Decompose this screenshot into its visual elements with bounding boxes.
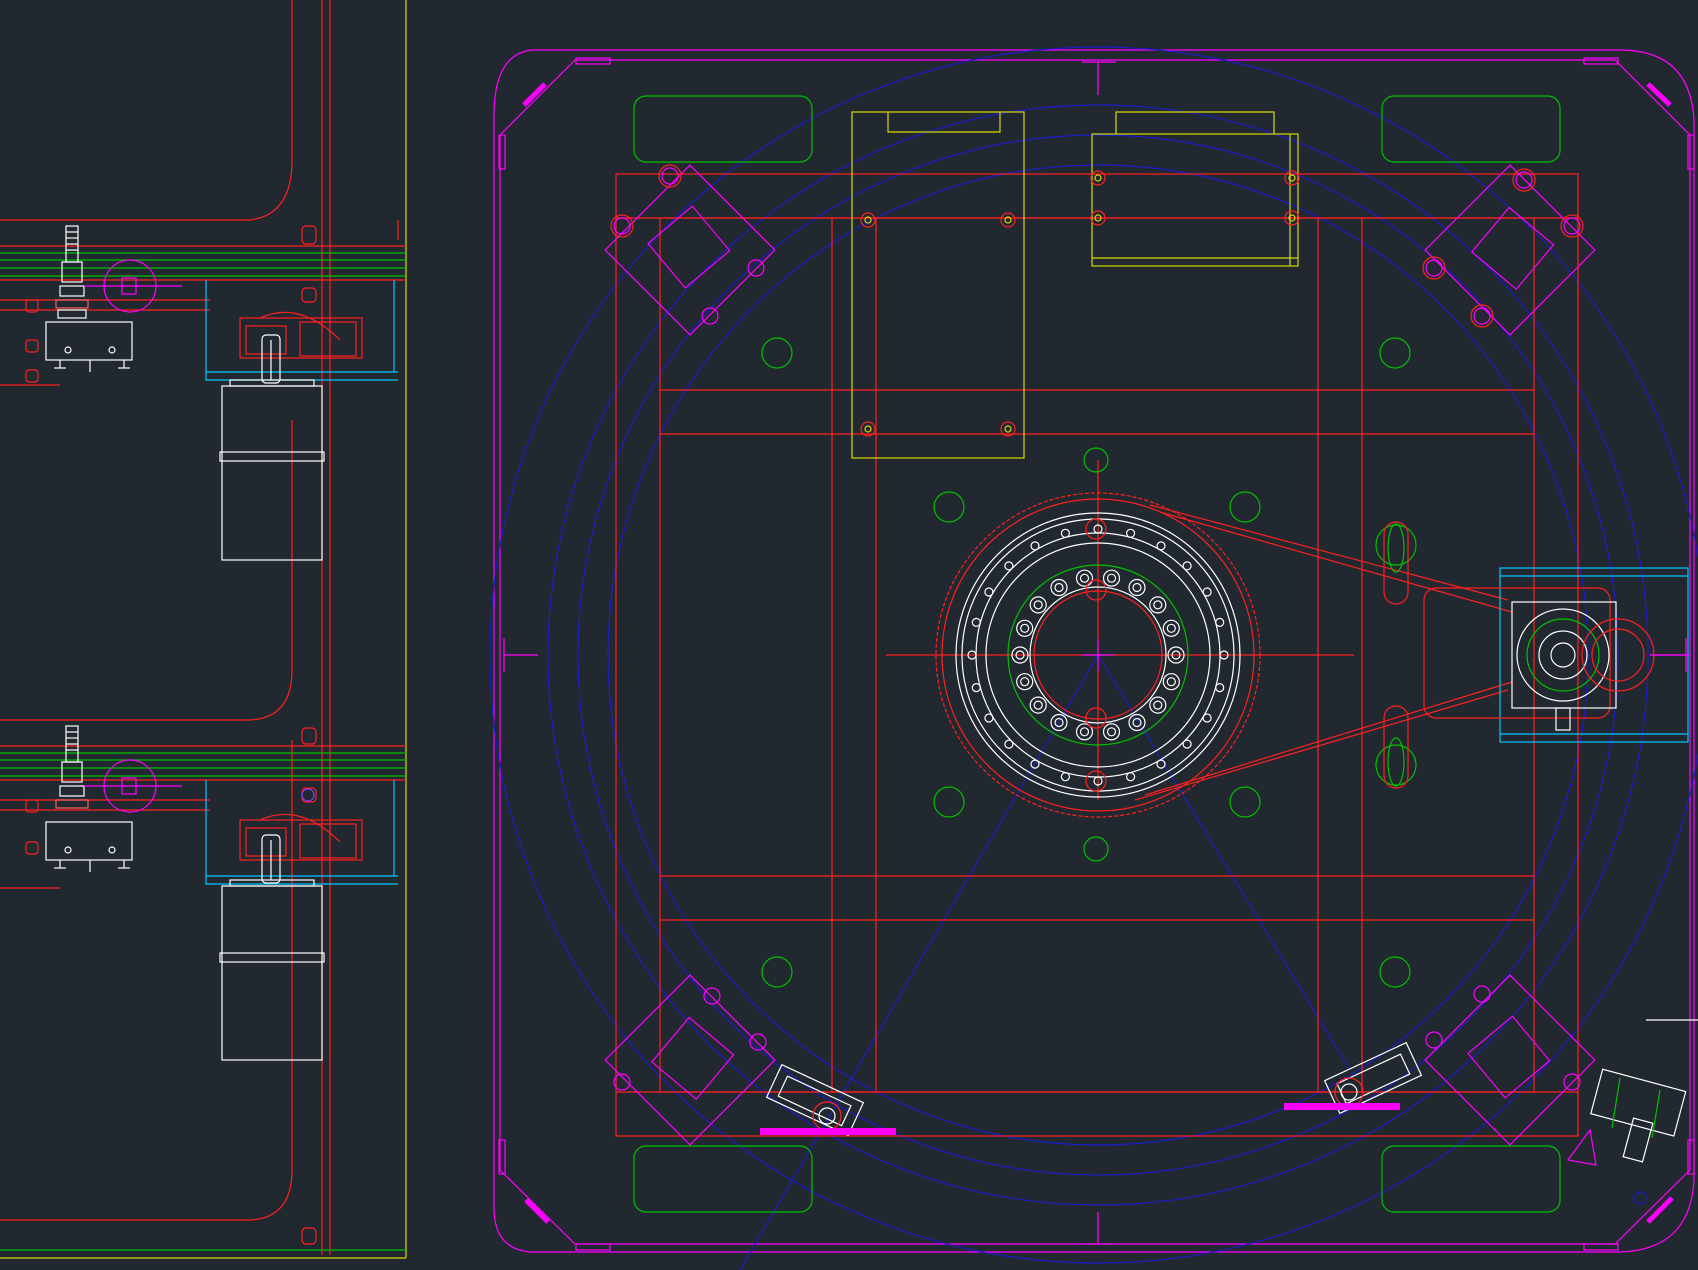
slew-ring-bolt-hole xyxy=(1004,561,1014,571)
slew-ring-inner-bolt-core xyxy=(1153,700,1163,710)
slew-ring-inner-bolt-core xyxy=(1132,582,1142,593)
drive-motor-assembly xyxy=(1423,567,1690,743)
left-panel-side-view xyxy=(0,0,407,1259)
slew-ring-inner-bolt xyxy=(1029,696,1047,714)
slew-ring-inner-bolt-core xyxy=(1033,600,1043,610)
slew-ring-inner-bolt xyxy=(1050,578,1068,597)
slew-ring-bolt-hole xyxy=(1125,772,1136,782)
slew-ring-inner-bolt-core xyxy=(1153,600,1163,610)
slew-ring-bolt-hole xyxy=(1060,528,1071,538)
external-limit-switch xyxy=(1590,1019,1698,1163)
slew-ring-bolt-hole xyxy=(1060,772,1071,782)
rubber-pads xyxy=(633,95,1561,1213)
slew-ring-bolt-hole xyxy=(1182,739,1192,749)
slew-ring-bolt-hole xyxy=(1093,524,1103,534)
slew-ring-bolt-hole xyxy=(1004,739,1014,749)
slew-ring-inner-bolt-core xyxy=(1054,582,1064,593)
slew-ring-bolt-hole xyxy=(971,617,981,628)
slew-ring-inner-bolt-core xyxy=(1171,650,1181,660)
slew-ring-bolt-hole xyxy=(1156,541,1166,551)
slew-ring-bolt-hole xyxy=(1030,759,1040,769)
slew-ring-inner-bolt-core xyxy=(1106,727,1117,737)
slew-ring-bolt-hole xyxy=(1215,617,1225,628)
mounting-plates xyxy=(851,111,1299,459)
limit-switch-assembly-top[interactable] xyxy=(45,225,182,372)
slew-ring-inner-bolt xyxy=(1029,596,1047,614)
slew-ring-inner-bolt-core xyxy=(1033,700,1043,710)
slew-ring-inner-bolt xyxy=(1162,673,1180,691)
slew-ring-inner-bolt xyxy=(1011,646,1029,664)
corner-mount-brackets xyxy=(604,164,1596,1146)
slew-ring-bolt-hole xyxy=(1156,759,1166,769)
slew-ring-inner-bolt-core xyxy=(1079,727,1090,737)
slew-ring-inner-bolt xyxy=(1102,569,1121,587)
slew-ring-inner-bolt xyxy=(1075,569,1094,587)
slew-ring-bolt-hole xyxy=(984,713,994,723)
slew-ring-inner-bolt-core xyxy=(1020,677,1030,687)
slew-ring-inner-bolt xyxy=(1149,596,1167,614)
slew-ring-bolt-hole xyxy=(967,650,977,660)
slew-ring-inner-bolt xyxy=(1128,578,1146,597)
slew-ring-inner-bolt-core xyxy=(1015,650,1025,660)
slew-ring-inner-bolt-core xyxy=(1166,623,1176,633)
slew-ring-inner-bolt xyxy=(1128,713,1146,732)
gear-motor-assembly-top[interactable] xyxy=(205,280,398,561)
guide-circles xyxy=(489,46,1698,1270)
turntable-plan-view xyxy=(489,46,1698,1270)
slew-ring-inner-bolt xyxy=(1149,696,1167,714)
slew-ring-inner-bolt xyxy=(1102,723,1121,741)
slew-ring-bolt-hole xyxy=(1215,682,1225,693)
slew-ring-inner-bolt-core xyxy=(1054,717,1064,728)
slew-ring-inner-bolt xyxy=(1075,723,1094,741)
sensor-tabs xyxy=(765,1041,1423,1137)
slew-ring-bolt-hole xyxy=(1202,713,1212,723)
slew-ring-bolt-hole xyxy=(1219,650,1229,660)
slew-ring-inner-bolt xyxy=(1016,619,1034,637)
gear-motor-assembly-bottom[interactable] xyxy=(205,780,398,1061)
slew-ring-inner-bolt-core xyxy=(1166,677,1176,687)
slew-ring-inner-bolt-core xyxy=(1020,623,1030,633)
slew-ring-inner-bolt-core xyxy=(1106,573,1117,583)
slew-ring-bolt-hole xyxy=(1202,587,1212,597)
slew-ring-inner-bolt-core xyxy=(1079,573,1090,583)
outer-plate-outline xyxy=(493,49,1695,1253)
slew-ring-bolt-hole xyxy=(971,682,981,693)
slew-ring-inner-bolt xyxy=(1162,619,1180,637)
slew-ring-inner-bolt-core xyxy=(1132,717,1142,728)
slew-ring-inner-bolt xyxy=(1167,646,1185,664)
slew-ring-bolt-hole xyxy=(1030,541,1040,551)
main-frame xyxy=(615,173,1579,1137)
slew-ring-bolt-hole xyxy=(1093,776,1103,786)
slew-ring-bolt-hole xyxy=(1182,561,1192,571)
limit-switch-assembly-bottom[interactable] xyxy=(45,725,182,872)
slew-ring-inner-bolt xyxy=(1016,673,1034,691)
slew-ring-bolt-hole xyxy=(984,587,994,597)
slew-ring-inner-bolt xyxy=(1050,713,1068,732)
belt-drive xyxy=(1134,504,1513,801)
slew-ring-bolt-hole xyxy=(1125,528,1136,538)
